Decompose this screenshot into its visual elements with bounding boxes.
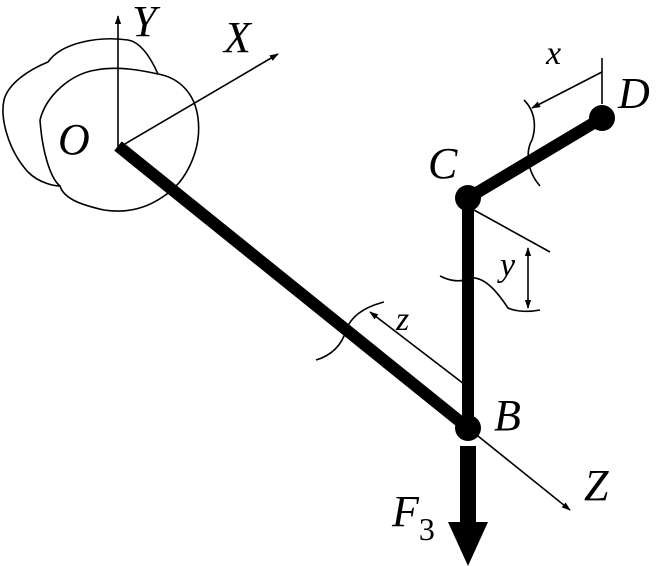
z-axis-line [467, 427, 571, 511]
section-cut-ob [315, 301, 385, 361]
joint-c [455, 185, 481, 211]
wall-support [2, 38, 200, 212]
bar-cd [464, 112, 606, 204]
label-dim-x: x [545, 35, 561, 72]
section-cut-cd [523, 99, 541, 187]
force-arrow [448, 446, 488, 566]
label-point-b: B [494, 391, 521, 440]
label-force: F3 [391, 487, 435, 547]
label-point-c: C [428, 139, 458, 188]
joint-d [589, 105, 615, 131]
x-dimension-arrow [531, 71, 603, 109]
label-dim-z: z [395, 301, 409, 338]
label-force-main: F [391, 487, 420, 536]
section-cut-bc [439, 275, 541, 313]
label-axis-y: Y [132, 0, 161, 46]
x-axis-line [117, 53, 279, 149]
label-force-subscript: 3 [419, 511, 435, 547]
z-dimension-arrow [369, 311, 465, 385]
label-axis-z: Z [584, 461, 609, 510]
label-point-d: D [617, 69, 650, 118]
y-dim-ext-top [473, 209, 551, 253]
bar-ob [114, 141, 472, 433]
label-origin-o: O [58, 115, 90, 164]
label-axis-x: X [222, 13, 253, 62]
label-dim-y: y [497, 247, 516, 284]
